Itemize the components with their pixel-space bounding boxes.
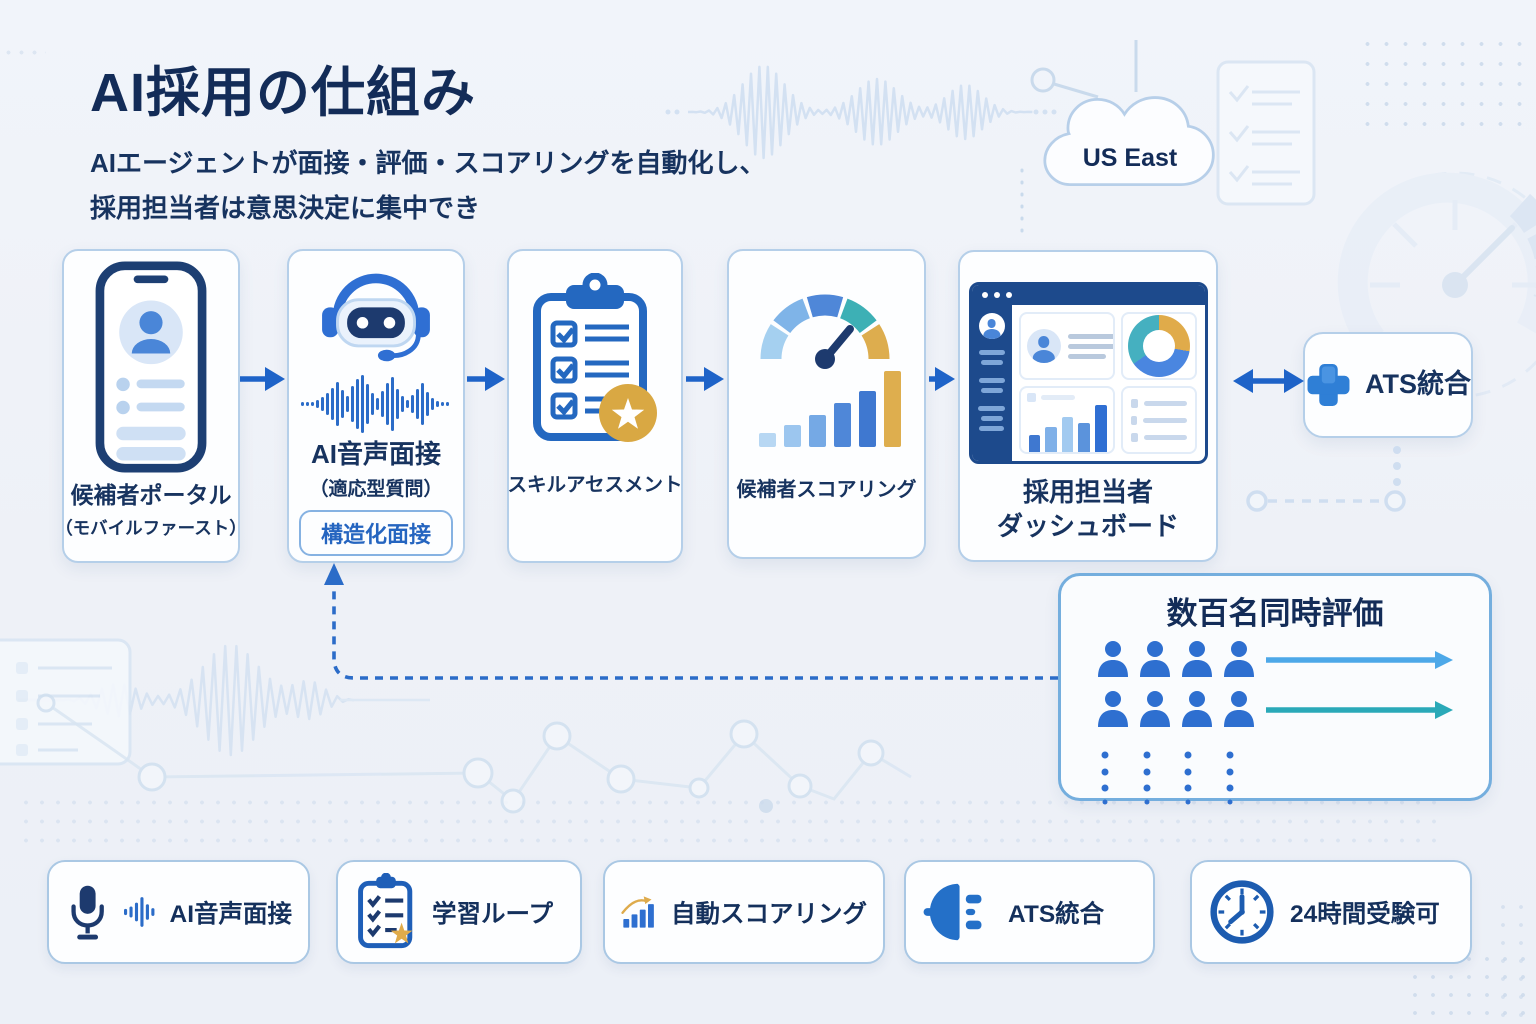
rising-bar-chart-icon — [621, 896, 654, 928]
feature-label: AI音声面接 — [169, 900, 293, 928]
flow-arrow-bidirectional — [1233, 369, 1304, 393]
dot-grid-top-left — [2, 46, 46, 60]
batch-evaluation-title: 数百名同時評価 — [1166, 596, 1384, 631]
checklist-decor-top-right — [1216, 60, 1316, 206]
person-icon — [1182, 641, 1212, 677]
feature-chip-24h-testing: 24時間受験可 — [1190, 860, 1472, 964]
flow-card-recruiter-dashboard: 採用担当者 ダッシュボード — [958, 250, 1218, 562]
card-title-line2: ダッシュボード — [996, 510, 1179, 541]
batch-evaluation-box: 数百名同時評価 — [1058, 573, 1492, 805]
flow-card-ai-voice-interview: AI音声面接 （適応型質問） 構造化面接 — [287, 249, 465, 563]
page-subtitle-line1: AIエージェントが面接・評価・スコアリングを自動化し、 — [90, 148, 766, 178]
clipboard-star-icon — [358, 873, 413, 949]
feature-chip-ai-voice-interview: AI音声面接 — [47, 860, 310, 964]
flow-arrow-3 — [686, 367, 724, 391]
structured-interview-badge: 構造化面接 — [298, 509, 453, 556]
flow-card-candidate-scoring: 候補者スコアリング — [727, 249, 926, 559]
card-title: スキルアセスメント — [507, 474, 683, 496]
waveform-decor-left — [18, 644, 355, 757]
cloud-icon — [1043, 96, 1215, 186]
batch-people-grid — [1098, 641, 1453, 805]
person-icon — [1140, 691, 1170, 727]
feature-label: 24時間受験可 — [1290, 900, 1440, 928]
plus-integration-icon — [1307, 364, 1350, 406]
person-icon — [1098, 691, 1128, 727]
line-chart-decor — [36, 693, 912, 814]
flow-arrow-2 — [467, 367, 505, 391]
batch-arrow-teal — [1266, 701, 1453, 719]
voice-waveform-small-icon — [124, 897, 155, 927]
microphone-icon — [71, 885, 104, 940]
person-icon — [1224, 641, 1254, 677]
person-icon — [1224, 691, 1254, 727]
ai-robot-headset-icon — [322, 273, 430, 362]
clock-icon — [1210, 880, 1274, 944]
flow-card-skill-assessment: スキルアセスメント — [507, 249, 683, 563]
plug-icon — [923, 883, 982, 941]
feature-label: 学習ループ — [432, 900, 554, 928]
ats-dashed-connector — [1246, 446, 1406, 512]
ats-label: ATS統合 — [1365, 369, 1471, 400]
card-subtitle: （モバイルファースト） — [55, 517, 247, 538]
feature-chip-learning-loop: 学習ループ — [336, 860, 582, 964]
flow-arrow-1 — [240, 367, 285, 391]
feature-label: 自動スコアリング — [671, 900, 867, 928]
batch-arrow-light-blue — [1266, 651, 1453, 669]
person-icon — [1182, 691, 1212, 727]
cloud-region-label: US East — [1082, 144, 1178, 172]
person-icon — [1140, 641, 1170, 677]
dot-grid-top-right — [1358, 34, 1528, 130]
recruiter-dashboard-icon — [968, 282, 1208, 464]
page-subtitle-line2: 採用担当者は意思決定に集中でき — [90, 193, 481, 223]
dot-grid-right-edge — [1494, 898, 1536, 1018]
feature-chip-auto-scoring: 自動スコアリング — [603, 860, 885, 964]
skills-checklist-clipboard-icon — [533, 273, 657, 442]
region-cloud: US East — [1030, 92, 1230, 198]
card-subtitle: （適応型質問） — [309, 478, 443, 500]
flow-card-candidate-portal: 候補者ポータル （モバイルファースト） — [55, 249, 247, 563]
dashboard-sidebar — [971, 305, 1012, 461]
feature-label: ATS統合 — [1008, 900, 1105, 928]
dashboard-bar-chart — [1018, 386, 1115, 454]
smartphone-candidate-profile-icon — [95, 261, 207, 473]
feedback-dashed-arrow — [324, 563, 1058, 680]
dashboard-window-bar — [971, 285, 1205, 305]
dashboard-donut-chart — [1120, 312, 1198, 380]
voice-waveform-icon — [301, 375, 449, 433]
dashboard-list-panel — [1120, 386, 1198, 454]
flow-arrow-4 — [929, 367, 955, 391]
header: AI採用の仕組み AIエージェントが面接・評価・スコアリングを自動化し、 採用担… — [90, 48, 765, 231]
checklist-decor-bottom-left — [0, 638, 132, 766]
ats-integration-card: ATS統合 — [1303, 332, 1473, 438]
score-gauge-bars-icon — [758, 294, 901, 447]
dashboard-profile-panel — [1018, 312, 1115, 380]
avatar — [978, 313, 1005, 339]
person-icon — [1098, 641, 1128, 677]
card-title-line1: 採用担当者 — [1022, 477, 1153, 507]
card-title: 候補者ポータル — [70, 482, 232, 508]
card-title: 候補者スコアリング — [736, 479, 917, 501]
feature-chip-ats-integration: ATS統合 — [904, 860, 1155, 964]
page-title: AI採用の仕組み — [90, 63, 476, 123]
card-title: AI音声面接 — [310, 439, 441, 469]
